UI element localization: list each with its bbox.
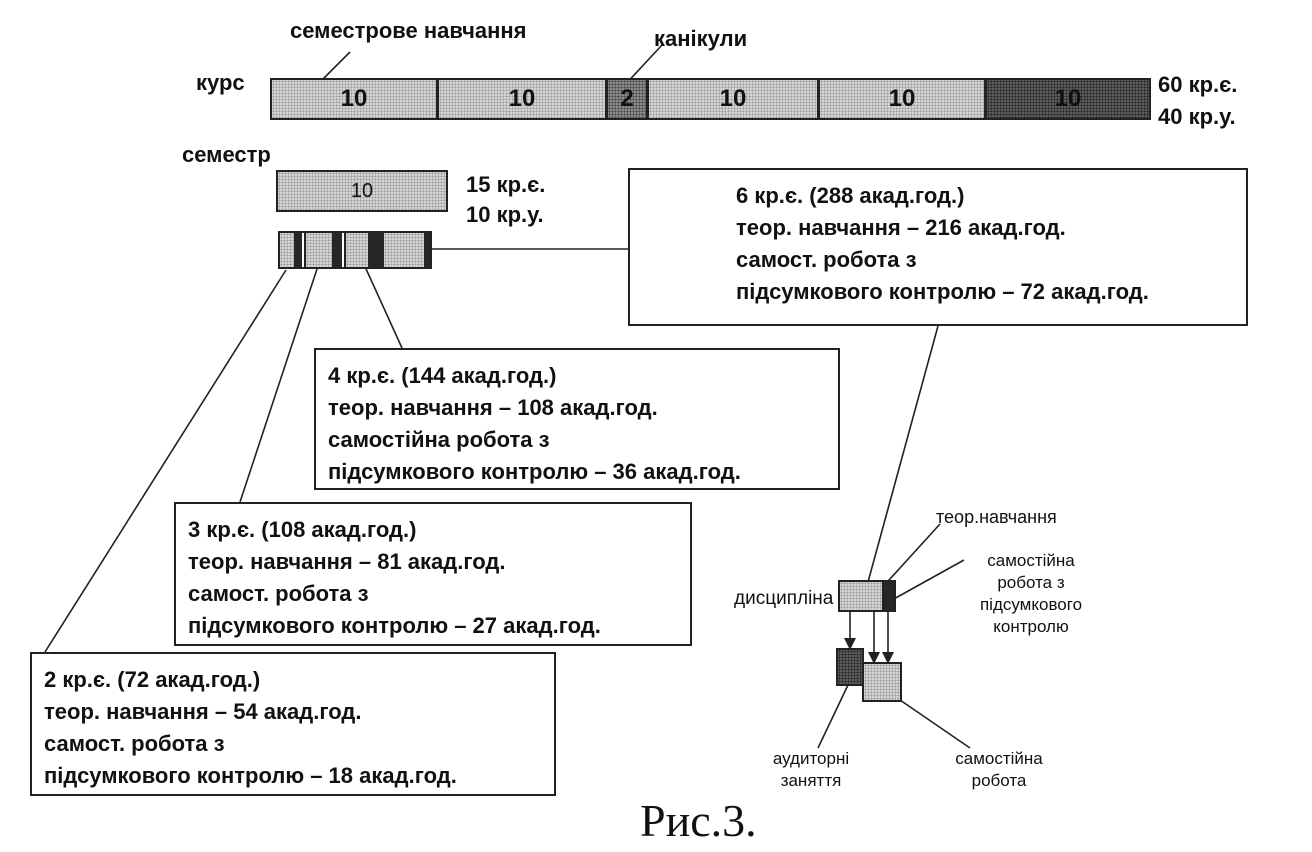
arrow-down-icon [844,638,856,650]
legend-text: контролю [993,617,1069,636]
info-box-2-credit: 2 кр.є. (72 акад.год.) теор. навчання – … [30,652,556,796]
total-ects: 60 кр.є. [1158,72,1238,97]
legend-classroom-label: аудиторні заняття [756,748,866,792]
connector-2-credit [44,269,287,653]
box-line: підсумкового контролю – 36 акад.год. [328,459,741,484]
box-line: 2 кр.є. (72 акад.год.) [44,667,261,692]
legend-text: самостійна [987,551,1075,570]
total-ua: 40 кр.у. [1158,104,1236,129]
strip-control [424,233,430,267]
legend-text: самостійна [955,749,1043,768]
label-course: курс [196,70,245,95]
pointer-theory [879,523,941,591]
course-segment: 10 [985,78,1151,120]
legend-theory-label: теор.навчання [936,507,1057,527]
legend-classroom-block [836,648,864,686]
box-line: самост. робота з [736,247,917,272]
box-line: самост. робота з [188,581,369,606]
box-line: теор. навчання – 54 акад.год. [44,699,362,724]
connector-4-credit [361,259,403,349]
pointer-self-control [891,559,965,601]
pointer-classroom [817,684,849,749]
strip-control [294,233,302,267]
legend-self-work-label: самостійна робота [944,748,1054,792]
box-line: самост. робота з [44,731,225,756]
semester-ua: 10 кр.у. [466,202,544,227]
box-line: підсумкового контролю – 72 акад.год. [736,279,1149,304]
legend-self-work-block [862,662,902,702]
box-line: 4 кр.є. (144 акад.год.) [328,363,557,388]
strip-theory [280,233,294,267]
course-segment: 10 [818,78,986,120]
box-line: 6 кр.є. (288 акад.год.) [736,183,965,208]
discipline-strip [278,231,432,269]
strip-control [332,233,342,267]
legend-discipline-theory [838,580,884,612]
box-line: самостійна робота з [328,427,550,452]
label-semester-study: семестрове навчання [290,18,527,43]
course-segment: 10 [647,78,819,120]
legend-self-control-label: самостійна робота з підсумкового контрол… [956,550,1106,638]
semester-bar: 10 [276,170,448,212]
box-line: підсумкового контролю – 27 акад.год. [188,613,601,638]
box-line: теор. навчання – 81 акад.год. [188,549,506,574]
legend-text: заняття [780,771,842,790]
info-box-4-credit: 4 кр.є. (144 акад.год.) теор. навчання –… [314,348,840,490]
legend-text: аудиторні [772,749,850,768]
label-holidays: канікули [654,26,748,51]
strip-control [368,233,384,267]
box-line: 3 кр.є. (108 акад.год.) [188,517,417,542]
holiday-segment: 2 [606,78,648,120]
course-segment: 10 [270,78,438,120]
arrow-down-icon [868,652,880,664]
semester-ects: 15 кр.є. [466,172,546,197]
strip-theory [304,233,334,267]
arrow-down-icon [882,652,894,664]
label-semester: семестр [182,142,271,167]
connector-6-to-legend [867,325,939,583]
info-box-6-credit: 6 кр.є. (288 акад.год.) теор. навчання –… [628,168,1248,326]
legend-text: робота з [997,573,1065,592]
legend-discipline-label: дисципліна [734,588,834,609]
course-segment: 10 [437,78,607,120]
box-line: підсумкового контролю – 18 акад.год. [44,763,457,788]
strip-theory [384,233,424,267]
info-box-3-credit: 3 кр.є. (108 акад.год.) теор. навчання –… [174,502,692,646]
strip-theory [344,233,370,267]
legend-discipline-control [882,580,896,612]
figure-caption: Рис.3. [640,795,757,846]
box-line: теор. навчання – 108 акад.год. [328,395,658,420]
box-line: теор. навчання – 216 акад.год. [736,215,1066,240]
pointer-self-work [899,699,971,749]
legend-text: підсумкового [979,595,1083,614]
legend-text: робота [971,771,1027,790]
connector-3-credit [239,265,319,503]
